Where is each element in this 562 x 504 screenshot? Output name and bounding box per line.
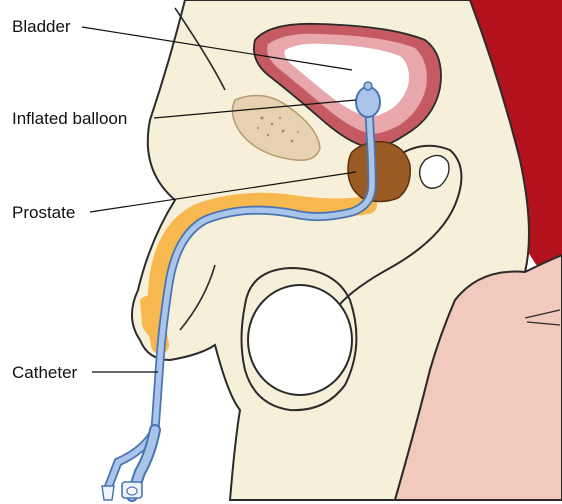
label-inflated-balloon: Inflated balloon: [12, 109, 127, 128]
prostate: [348, 142, 410, 202]
catheter-port-opening: [127, 487, 137, 495]
label-prostate: Prostate: [12, 203, 75, 222]
label-bladder: Bladder: [12, 17, 71, 36]
balloon-tip: [364, 82, 372, 90]
testis: [248, 285, 352, 395]
catheter-valve: [102, 486, 114, 500]
inflated-balloon: [356, 87, 380, 117]
label-catheter: Catheter: [12, 363, 78, 382]
